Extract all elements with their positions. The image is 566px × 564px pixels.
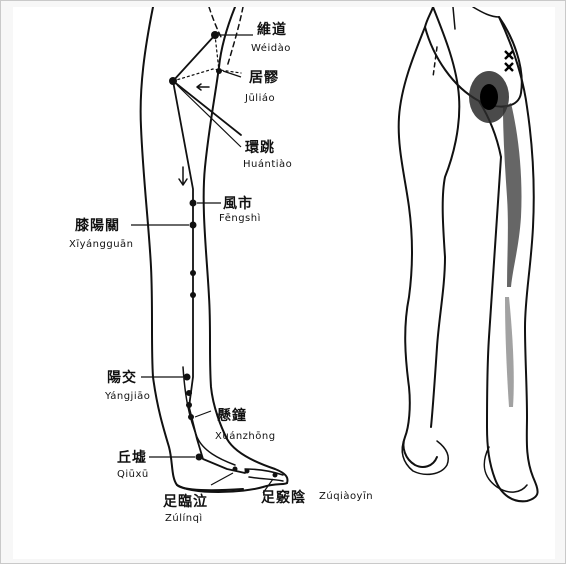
point-dot-yangjiao <box>184 374 191 381</box>
label-zulinqi-pinyin: Zúlínqì <box>165 513 203 524</box>
label-xuanzhong-hanzi: 懸鐘 <box>217 405 247 425</box>
label-juliao-hanzi: 居髎 <box>249 67 279 87</box>
point-dot-meridian-2 <box>190 292 196 298</box>
posterior-legs-figure <box>399 7 538 501</box>
point-dot-juliao <box>216 68 222 74</box>
diagram-paper: 維道 Wéidào 居髎 Jūliáo 環跳 Huántiào 風市 Fēngs… <box>13 7 555 559</box>
label-yangjiao-hanzi: 陽交 <box>107 367 137 387</box>
point-dot-zuqiaoyin <box>273 473 278 478</box>
lower-back-line <box>453 7 499 29</box>
label-xiyangguan-pinyin: Xīyángguān <box>69 239 134 250</box>
point-dot-xiyangguan <box>190 222 197 229</box>
point-dot-waiqiu <box>186 390 192 396</box>
point-dot-guangming <box>186 402 192 408</box>
label-fengshi-pinyin: Fēngshì <box>219 213 261 224</box>
thigh-pain-stripe <box>503 103 522 287</box>
label-huantiao-pinyin: Huántiào <box>243 159 292 170</box>
label-zuqiaoyin-hanzi: 足竅陰 <box>261 487 306 507</box>
point-dot-weidao <box>211 31 219 39</box>
point-dot-zulinqi <box>233 467 238 472</box>
label-qiuxu-pinyin: Qiūxū <box>117 469 149 480</box>
label-huantiao-hanzi: 環跳 <box>245 137 275 157</box>
point-dot-qiuxu <box>196 454 203 461</box>
leg-diagram <box>13 7 555 559</box>
x-cluster-icon <box>505 51 513 71</box>
point-dot-huantiao <box>169 77 177 85</box>
calf-pain-stripe <box>505 297 514 407</box>
side-arrow-icon <box>197 84 209 90</box>
label-zuqiaoyin-pinyin: Zúqiàoyīn <box>319 491 373 502</box>
posterior-left-foot <box>402 437 448 474</box>
point-dot-meridian-1 <box>190 270 196 276</box>
point-dot-diwuhui <box>245 469 250 474</box>
label-xiyangguan-hanzi: 膝陽關 <box>75 215 120 235</box>
label-zulinqi-hanzi: 足臨泣 <box>163 491 208 511</box>
label-qiuxu-hanzi: 丘墟 <box>117 447 147 467</box>
point-dot-xuanzhong <box>188 414 194 420</box>
label-yangjiao-pinyin: Yángjiāo <box>105 391 150 402</box>
label-weidao-pinyin: Wéidào <box>251 43 291 54</box>
label-weidao-hanzi: 維道 <box>257 19 287 39</box>
down-arrow-icon <box>179 167 187 185</box>
label-juliao-pinyin: Jūliáo <box>245 93 275 104</box>
buttock-pain-core <box>480 84 498 110</box>
label-fengshi-hanzi: 風市 <box>223 193 253 213</box>
posterior-right-foot <box>484 447 527 492</box>
label-xuanzhong-pinyin: Xuánzhōng <box>215 431 276 442</box>
point-dot-fengshi <box>190 200 197 207</box>
